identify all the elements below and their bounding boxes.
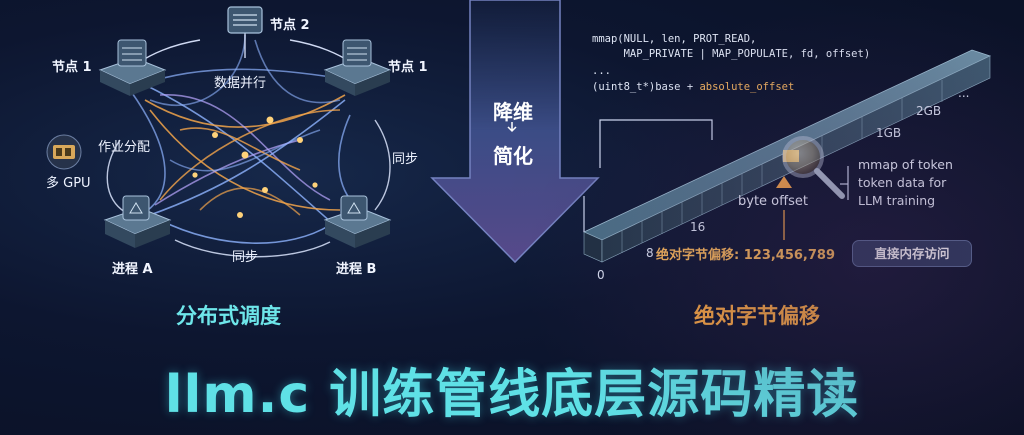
server-node-right-icon — [323, 39, 392, 96]
job-dispatch-label: 作业分配 — [98, 140, 151, 155]
arrow-text-line2: 简化 — [493, 144, 533, 168]
mmap-note-line3: LLM training — [858, 193, 936, 208]
page-title: llm.c 训练管线底层源码精读 — [164, 365, 860, 425]
data-parallel-label: 数据并行 — [214, 76, 267, 91]
mmap-note-line2: token data for — [858, 175, 947, 190]
mesh-junctions — [192, 116, 318, 218]
tick-8: 8 — [646, 246, 654, 260]
tick-16: 16 — [690, 220, 706, 234]
network-mesh — [106, 32, 391, 258]
mmap-note: mmap of token token data for LLM trainin… — [858, 156, 953, 210]
server-node-left-icon — [98, 39, 167, 96]
code-line-4: (uint8_t*)base + absolute_offset — [592, 80, 794, 95]
sync-bottom-label: 同步 — [232, 250, 259, 265]
code-to-bar-connector — [583, 119, 713, 232]
mmap-note-line1: mmap of token — [858, 157, 953, 172]
absolute-offset-value: 绝对字节偏移: 123,456,789 — [656, 248, 836, 263]
multi-gpu-label: 多 GPU — [46, 176, 91, 191]
code-line-1: mmap(NULL, len, PROT_READ, — [592, 33, 757, 45]
process-a-label: 进程 A — [112, 262, 153, 277]
server-node-top-icon — [227, 6, 263, 34]
process-a-icon — [103, 195, 172, 248]
direct-memory-access-badge: 直接内存访问 — [852, 240, 972, 267]
down-arrow-shape — [430, 0, 600, 264]
code-line-3: ... — [592, 65, 611, 77]
right-node-label: 节点 1 — [388, 60, 428, 75]
tick-more: ... — [958, 86, 970, 100]
tick-0: 0 — [597, 268, 605, 282]
gpu-icon — [46, 134, 82, 170]
arrow-text-line1: 降维 — [493, 100, 533, 124]
offset-marker — [776, 176, 792, 240]
byte-offset-label: byte offset — [738, 194, 808, 209]
code-line-4-fn: absolute_offset — [699, 81, 795, 93]
process-b-icon — [323, 195, 392, 248]
process-b-label: 进程 B — [336, 262, 377, 277]
tick-2gb: 2GB — [916, 104, 942, 118]
code-line-4-prefix: (uint8_t*)base + — [592, 81, 700, 93]
code-line-2: MAP_PRIVATE | MAP_POPULATE, fd, offset) — [592, 48, 871, 60]
sync-right-label: 同步 — [392, 152, 419, 167]
note-bracket — [840, 166, 849, 200]
left-caption: 分布式调度 — [176, 304, 281, 328]
top-node-label: 节点 2 — [270, 18, 310, 33]
right-caption: 绝对字节偏移 — [694, 304, 820, 328]
left-node-label: 节点 1 — [52, 60, 92, 75]
tick-1gb: 1GB — [876, 126, 902, 140]
magnifier-icon — [782, 136, 845, 199]
